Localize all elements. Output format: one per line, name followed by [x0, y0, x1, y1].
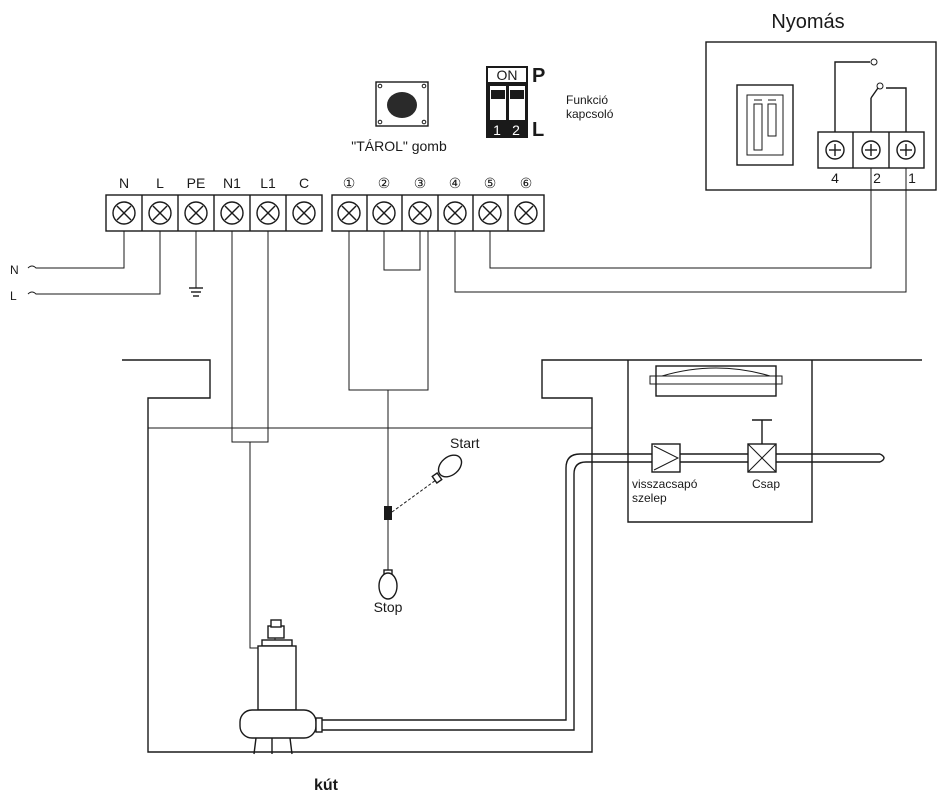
terminal-screw-icon — [148, 201, 172, 225]
float-start-label: Start — [450, 435, 480, 451]
terminal-label-c: C — [299, 175, 309, 191]
pump-icon — [239, 619, 323, 755]
terminal-screw-icon — [292, 201, 316, 225]
tap-valve-icon: Csap — [747, 419, 780, 491]
pressure-terminal-screw-icon — [896, 140, 916, 160]
well-structure: kút — [122, 359, 626, 794]
signal-terminal-block: ① ② ③ ④ ⑤ ⑥ — [331, 175, 545, 232]
dip-switch-number-2: 2 — [512, 122, 520, 138]
terminal-label-3: ③ — [414, 175, 427, 191]
store-button-icon — [387, 92, 417, 118]
terminal-label-l: L — [156, 175, 164, 191]
chamber-hatch — [655, 365, 777, 397]
terminal-label-2: ② — [378, 175, 391, 191]
pressure-terminal-label-4: 4 — [831, 170, 839, 186]
float-stop-label: Stop — [374, 599, 403, 615]
terminal-screw-icon — [478, 201, 502, 225]
check-valve-label-line2: szelep — [632, 491, 667, 505]
tap-valve-label: Csap — [752, 477, 780, 491]
terminal-screw-icon — [220, 201, 244, 225]
supply-l-label: L — [10, 289, 17, 303]
dip-switch-2-lever — [510, 90, 524, 99]
terminal-screw-icon — [372, 201, 396, 225]
terminal-label-4: ④ — [449, 175, 462, 191]
supply-n-label: N — [10, 263, 19, 277]
terminal-label-l1: L1 — [260, 175, 276, 191]
terminal-label-6: ⑥ — [520, 175, 533, 191]
terminal-label-pe: PE — [187, 175, 206, 191]
check-valve-label-line1: visszacsapó — [632, 477, 698, 491]
function-switch-label-line2: kapcsoló — [566, 107, 614, 121]
terminal-label-n: N — [119, 175, 129, 191]
pressure-sensor-slot-left — [753, 103, 763, 151]
pressure-switch-unit: Nyomás 4 2 1 — [705, 11, 937, 191]
terminal-screw-icon — [112, 201, 136, 225]
dip-switch-1-lever — [491, 90, 505, 99]
pressure-terminal-screw-icon — [861, 140, 881, 160]
float-switch: Stop Start — [374, 390, 480, 615]
ground-icon — [189, 231, 203, 297]
function-switch-label-line1: Funkció — [566, 93, 608, 107]
terminal-screw-icon — [408, 201, 432, 225]
well-label: kút — [314, 777, 339, 794]
valve-chamber — [626, 359, 922, 523]
terminal-label-n1: N1 — [223, 175, 241, 191]
function-switch-l-label: L — [532, 119, 544, 141]
pressure-terminal-label-2: 2 — [873, 170, 881, 186]
terminal-label-5: ⑤ — [484, 175, 497, 191]
function-switch-group: ON 1 2 P L Funkció kapcsoló — [486, 65, 614, 141]
pressure-contact-icon — [834, 58, 907, 132]
terminal-screw-icon — [514, 201, 538, 225]
terminal-screw-icon — [256, 201, 280, 225]
terminal-screw-icon — [337, 201, 361, 225]
supply-wiring: N L — [10, 231, 203, 303]
store-button-group: "TÁROL" gomb — [351, 81, 447, 154]
pressure-unit-title: Nyomás — [771, 11, 844, 33]
pressure-terminal-screw-icon — [825, 140, 845, 160]
pressure-terminal-label-1: 1 — [908, 170, 916, 186]
function-switch-on-label: ON — [497, 67, 518, 83]
dip-switch-number-1: 1 — [493, 122, 501, 138]
pressure-sensor-outer — [736, 84, 794, 166]
terminal-label-1: ① — [343, 175, 356, 191]
power-terminal-block: N L PE N1 L1 C — [105, 175, 323, 232]
terminal-screw-icon — [443, 201, 467, 225]
check-valve-icon: visszacsapó szelep — [632, 443, 698, 505]
float-stop-icon — [378, 569, 398, 600]
function-switch-p-label: P — [532, 65, 545, 87]
pressure-sensor-inner — [746, 94, 784, 156]
store-button-label: "TÁROL" gomb — [351, 138, 447, 154]
terminal-screw-icon — [184, 201, 208, 225]
float-start-icon — [431, 454, 463, 484]
pressure-sensor-slot-right — [767, 103, 777, 137]
pump-cable — [231, 231, 276, 649]
discharge-pipe — [322, 453, 885, 731]
